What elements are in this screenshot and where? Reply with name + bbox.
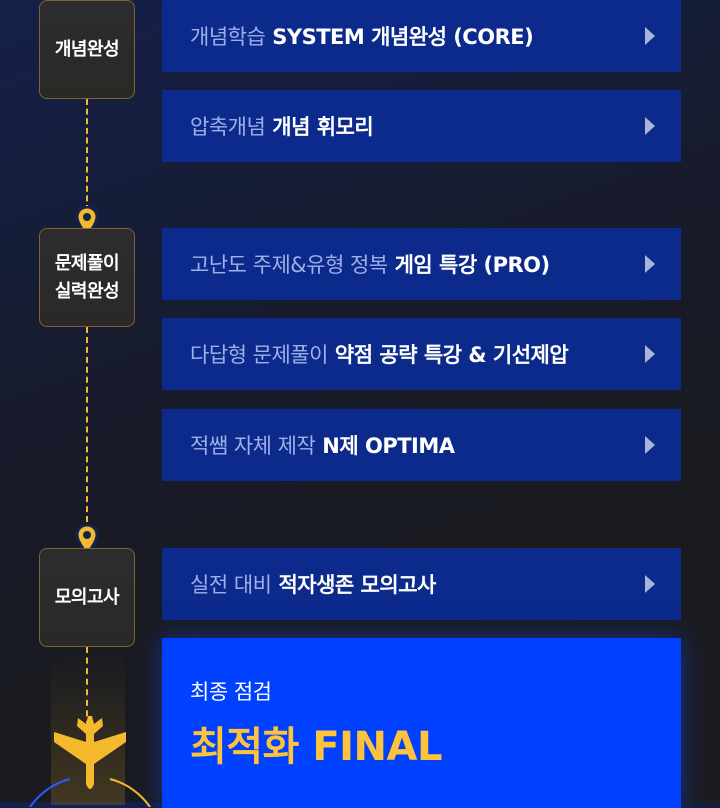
arrow-right-icon [645, 27, 655, 45]
stage-label: 문제풀이 [54, 252, 120, 274]
stage-label: 모의고사 [54, 586, 120, 608]
timeline-line [86, 327, 88, 532]
stage-mock-exam: 모의고사 [39, 548, 135, 647]
course-category: 다답형 문제풀이 [190, 343, 328, 367]
course-category: 개념학습 [190, 25, 266, 49]
arrow-right-icon [645, 117, 655, 135]
stage-label: 개념완성 [54, 38, 120, 60]
stage-label: 실력완성 [54, 280, 120, 302]
course-title: N제 OPTIMA [322, 434, 455, 458]
arrow-right-icon [645, 345, 655, 363]
final-title: 최적화 FINAL [190, 724, 442, 770]
arrow-right-icon [645, 575, 655, 593]
course-title: 개념 휘모리 [272, 115, 374, 139]
final-subtitle: 최종 점검 [190, 680, 272, 704]
course-category: 압축개념 [190, 115, 266, 139]
arrow-right-icon [645, 436, 655, 454]
stage-concept: 개념완성 [39, 0, 135, 99]
final-course-card[interactable]: 최종 점검 최적화 FINAL [162, 638, 681, 808]
course-category: 실전 대비 [190, 573, 272, 597]
course-category: 고난도 주제&유형 정복 [190, 253, 388, 277]
course-title: 적자생존 모의고사 [278, 573, 436, 597]
timeline-line [86, 99, 88, 211]
course-title: SYSTEM 개념완성 (CORE) [272, 25, 534, 49]
airplane-icon [29, 716, 151, 807]
arrow-right-icon [645, 255, 655, 273]
course-category: 적쌤 자체 제작 [190, 434, 316, 458]
course-title: 게임 특강 (PRO) [394, 253, 551, 277]
timeline-line [86, 647, 88, 727]
course-title: 약점 공략 특강 & 기선제압 [334, 343, 569, 367]
